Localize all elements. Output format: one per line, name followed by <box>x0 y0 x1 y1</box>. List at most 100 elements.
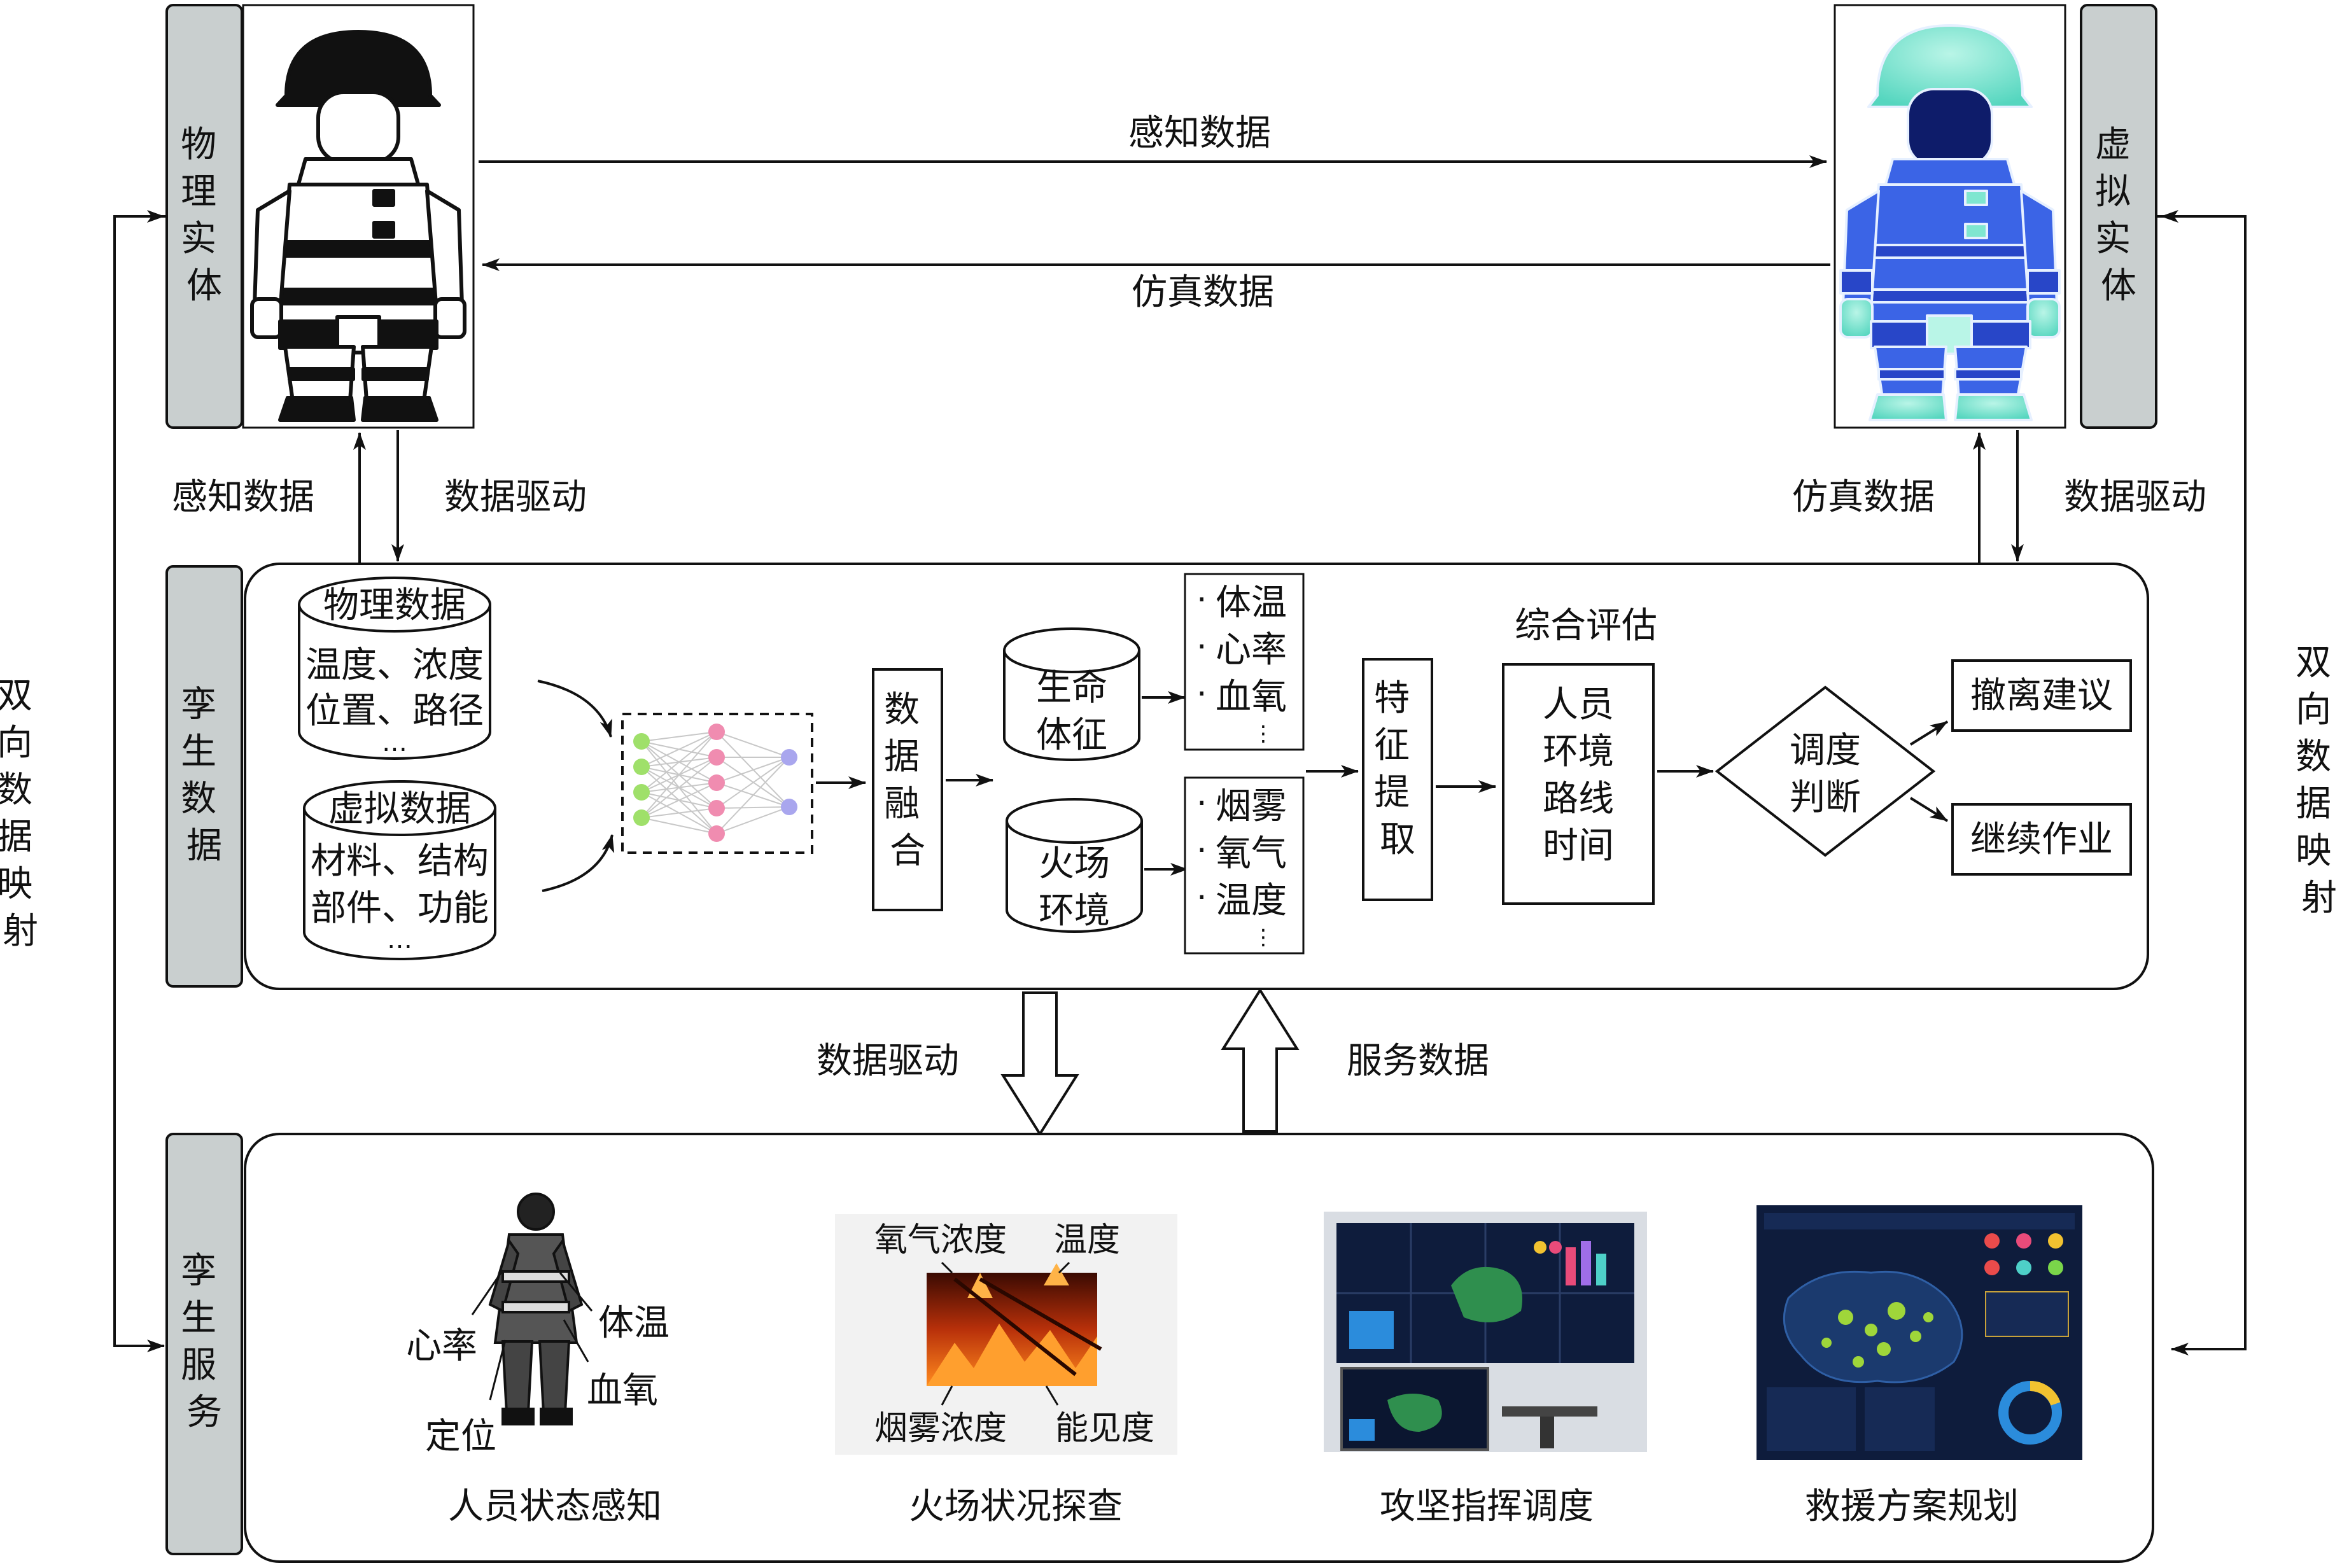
fire-caption: 火场状况探查 <box>909 1486 1123 1527</box>
mapping-left-char: 据 <box>0 816 32 858</box>
physical-char: 体 <box>186 265 222 307</box>
fire-label-oxygen: 氧气浓度 <box>874 1221 1007 1259</box>
mapping-right-char: 双 <box>2296 642 2331 683</box>
env-list-bullet: · <box>1196 832 1207 870</box>
evacuate-label: 撤离建议 <box>1970 675 2113 717</box>
arrow-virtual-to-nn <box>542 834 615 892</box>
physical-char: 理 <box>181 171 216 213</box>
twin-service-char: 生 <box>181 1298 216 1339</box>
side-bar-physical: 物 理 实 体 <box>165 4 243 429</box>
evacuate-box <box>1951 659 2132 732</box>
mapping-left-char: 映 <box>0 864 32 905</box>
continue-box <box>1951 803 2132 876</box>
block-arrow-service-data <box>1221 988 1300 1133</box>
mapping-right-char: 映 <box>2296 830 2331 872</box>
fire-label-smoke: 烟雾浓度 <box>874 1410 1007 1448</box>
twin-data-char: 生 <box>181 731 216 773</box>
mapping-left-char: 双 <box>0 675 32 717</box>
vital-list-bullet: · <box>1196 628 1207 666</box>
arrow-decision-to-continue <box>1909 797 1949 822</box>
arrow-data-drive-right-label: 数据驱动 <box>2064 477 2206 518</box>
twin-service-panel <box>244 1133 2154 1563</box>
mapping-line-right <box>2119 210 2247 1355</box>
arrow-data-drive-left-label: 数据驱动 <box>444 477 587 518</box>
twin-data-panel <box>244 563 2149 990</box>
command-caption: 攻坚指挥调度 <box>1380 1486 1594 1527</box>
physical-data-title: 物理数据 <box>323 585 466 626</box>
person-caption: 人员状态感知 <box>448 1486 662 1527</box>
virtual-data-title: 虚拟数据 <box>328 788 471 830</box>
feature-char: 特 <box>1374 678 1410 719</box>
twin-data-char: 孪 <box>181 684 216 725</box>
virtual-entity-panel <box>1834 4 2066 429</box>
physical-entity-panel <box>242 4 475 429</box>
side-bar-twin-service: 孪 生 服 务 <box>165 1133 243 1555</box>
mapping-right-char: 据 <box>2296 783 2331 825</box>
vital-signs-line2: 体征 <box>1036 715 1107 756</box>
rescue-dashboard-image <box>1756 1205 2082 1460</box>
person-label-spo2: 血氧 <box>587 1370 658 1411</box>
eval-item: 路线 <box>1543 778 1614 820</box>
person-label-heart: 心率 <box>406 1326 477 1367</box>
arrow-sim-data-top-label: 仿真数据 <box>1132 272 1274 313</box>
feature-box <box>1362 658 1433 901</box>
arrow-sense-data-top-label: 感知数据 <box>1128 113 1271 154</box>
decision-line2: 判断 <box>1790 777 1861 818</box>
feature-char: 取 <box>1380 819 1415 860</box>
fusion-label: 数 据 融 合 <box>884 689 931 872</box>
vital-signs-line1: 生命 <box>1036 668 1107 709</box>
side-bar-virtual: 虚 拟 实 体 <box>2080 4 2157 429</box>
side-bar-twin-data-label: 孪 生 数 据 <box>181 684 228 867</box>
continue-label: 继续作业 <box>1970 819 2113 860</box>
twin-data-char: 数 <box>181 778 216 820</box>
fire-label-temperature: 温度 <box>1054 1221 1120 1259</box>
mapping-left-char: 向 <box>0 722 32 764</box>
firefighter-lineart-icon <box>250 30 466 422</box>
eval-item: 时间 <box>1543 825 1614 867</box>
physical-data-line1: 温度、浓度 <box>305 645 484 686</box>
eval-box <box>1502 663 1655 905</box>
mapping-left-char: 射 <box>3 911 38 952</box>
fire-scene-icon <box>927 1263 1102 1386</box>
twin-service-char: 务 <box>186 1392 222 1433</box>
mapping-label-left: 双 向 数 据 映 射 <box>0 675 44 952</box>
arrow-sim-data-right-label: 仿真数据 <box>1792 477 1935 518</box>
vital-list-bullet: · <box>1196 675 1207 713</box>
mapping-label-right: 双 向 数 据 映 射 <box>2296 642 2342 919</box>
feature-label: 特 征 提 取 <box>1374 678 1421 860</box>
person-label-temp: 体温 <box>598 1303 670 1344</box>
fusion-char: 合 <box>890 830 925 872</box>
physical-data-dots: … <box>382 728 407 757</box>
physical-data-line2: 位置、路径 <box>305 690 484 732</box>
vital-list-item: 血氧 <box>1216 676 1287 718</box>
side-bar-physical-label: 物 理 实 体 <box>181 124 228 307</box>
env-list-item: 氧气 <box>1216 833 1287 874</box>
env-list-item: 烟雾 <box>1216 786 1287 827</box>
physical-data-cylinder <box>298 577 491 760</box>
virtual-data-line2: 部件、功能 <box>311 888 489 929</box>
vital-signs-cylinder <box>1003 627 1140 761</box>
env-list-more: ⋮ <box>1252 925 1274 950</box>
twin-service-char: 服 <box>181 1345 216 1386</box>
person-label-position: 定位 <box>425 1416 496 1457</box>
env-list-bullet: · <box>1196 879 1207 917</box>
eval-item: 环境 <box>1543 731 1614 773</box>
side-bar-twin-service-label: 孪 生 服 务 <box>181 1250 228 1433</box>
eval-item: 人员 <box>1543 684 1614 725</box>
virtual-data-cylinder <box>303 780 496 960</box>
fusion-box <box>872 668 943 911</box>
virtual-char: 拟 <box>2095 171 2131 213</box>
arrow-decision-to-evacuate <box>1909 720 1949 746</box>
physical-char: 物 <box>181 124 216 165</box>
block-arrow-service-data-label: 服务数据 <box>1347 1040 1489 1082</box>
mapping-right-char: 向 <box>2296 689 2331 731</box>
virtual-char: 体 <box>2101 265 2136 307</box>
fire-env-line2: 环境 <box>1039 890 1110 932</box>
vital-list-item: 心率 <box>1216 629 1287 671</box>
block-arrow-data-drive-label: 数据驱动 <box>817 1040 959 1082</box>
vital-list-box <box>1184 573 1305 751</box>
fusion-char: 数 <box>884 689 920 731</box>
decision-diamond <box>1714 685 1936 857</box>
vital-list-more: ⋮ <box>1252 721 1274 746</box>
